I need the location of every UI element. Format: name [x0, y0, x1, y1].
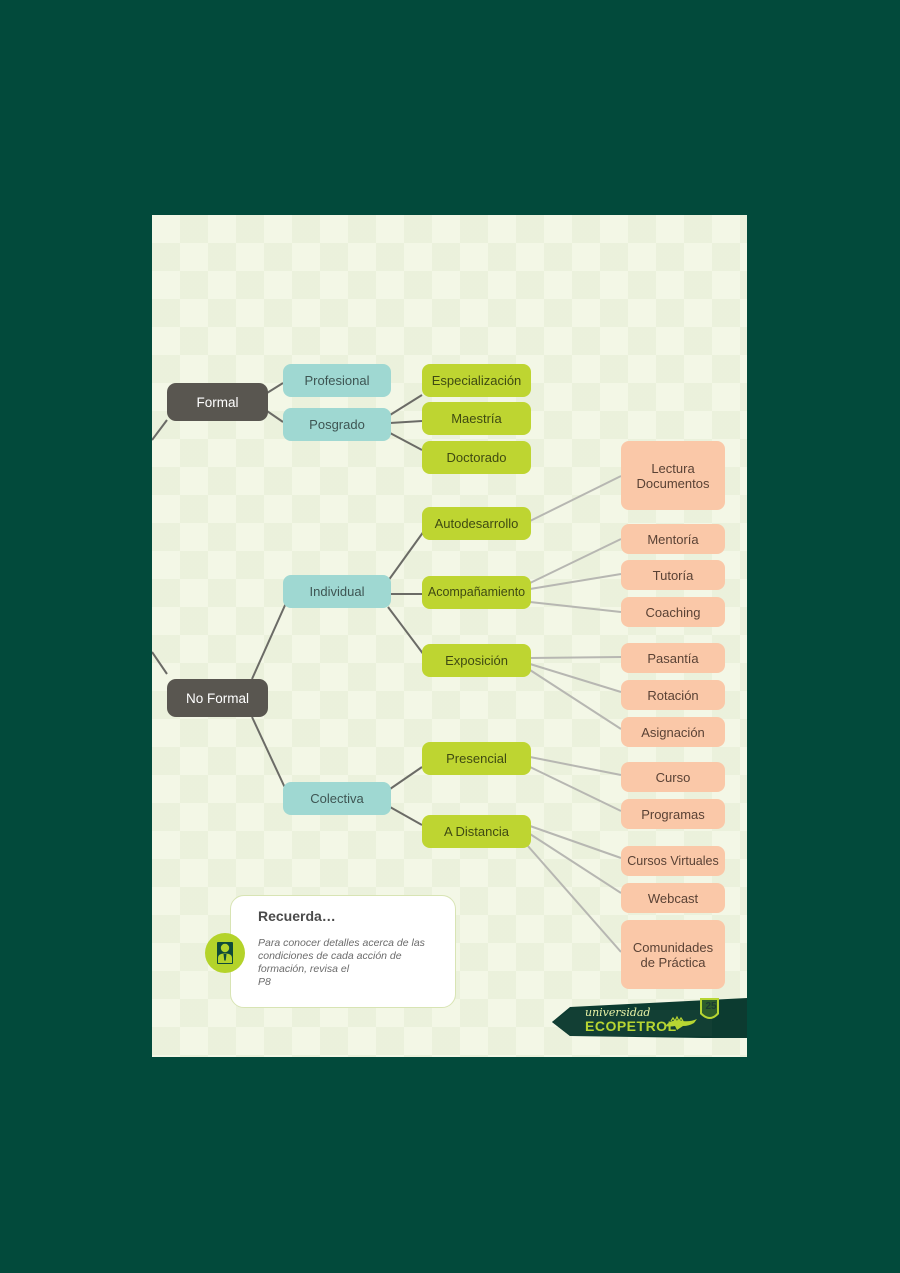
edge-formal-profesional	[266, 382, 284, 394]
node-mentoria: Mentoría	[621, 524, 725, 554]
edge-colectiva-adistancia	[389, 806, 423, 826]
node-acompanamiento: Acompañamiento	[422, 576, 531, 609]
callout-title: Recuerda…	[258, 908, 336, 924]
node-doctorado: Doctorado	[422, 441, 531, 474]
node-individual: Individual	[283, 575, 391, 608]
user-icon	[205, 933, 245, 973]
connector-lines	[152, 382, 622, 953]
iguana-icon	[665, 1015, 697, 1030]
edge-individual-autodesarrollo	[387, 530, 425, 582]
node-especializacion: Especialización	[422, 364, 531, 397]
callout-text: Para conocer detalles acerca de las cond…	[258, 937, 444, 989]
edge-exposicion-pasantia	[529, 656, 622, 659]
node-no-formal: No Formal	[167, 679, 268, 717]
edge-individual-exposicion	[387, 606, 425, 656]
callout-line: formación, revisa el	[258, 963, 350, 975]
edge-acompanamiento-mentoria	[529, 538, 622, 584]
node-rotacion: Rotación	[621, 680, 725, 710]
edge-adistancia-cursosvirtuales	[529, 825, 622, 859]
node-posgrado: Posgrado	[283, 408, 391, 441]
node-lectura-documentos: Lectura Documentos	[621, 441, 725, 510]
node-comunidades-line1: Comunidades	[632, 939, 714, 955]
footer-banner-shape	[552, 998, 747, 1038]
edge-colectiva-presencial	[389, 766, 423, 790]
edge-presencial-programas	[529, 766, 622, 812]
node-comunidades-line2: de Práctica	[640, 954, 706, 970]
edge-acompanamiento-coaching	[529, 601, 622, 613]
node-asignacion: Asignación	[621, 717, 725, 747]
edge-autodesarrollo-lectura	[529, 475, 622, 522]
edge-adistancia-webcast	[529, 833, 622, 894]
edge-formal-posgrado	[266, 410, 284, 423]
edge-adistancia-comunidades	[526, 844, 622, 953]
edge-presencial-curso	[529, 756, 622, 776]
node-comunidades-practica: Comunidades de Práctica	[621, 920, 725, 989]
reminder-callout: Recuerda… Para conocer detalles acerca d…	[230, 895, 456, 1008]
edge-posgrado-especializacion	[389, 394, 423, 416]
node-a-distancia: A Distancia	[422, 815, 531, 848]
page: Formal No Formal Profesional Posgrado In…	[152, 215, 747, 1057]
node-exposicion: Exposición	[422, 644, 531, 677]
node-profesional: Profesional	[283, 364, 391, 397]
edge-noformal-colectiva	[251, 716, 287, 791]
node-presencial: Presencial	[422, 742, 531, 775]
node-formal: Formal	[167, 383, 268, 421]
edge-root-noformal	[152, 651, 168, 675]
callout-line: P8	[258, 976, 271, 988]
edge-acompanamiento-tutoria	[529, 573, 622, 590]
edge-exposicion-asignacion	[529, 669, 622, 730]
node-tutoria: Tutoría	[621, 560, 725, 590]
node-curso: Curso	[621, 762, 725, 792]
logo-text-universidad: universidad	[585, 1006, 651, 1019]
node-colectiva: Colectiva	[283, 782, 391, 815]
node-cursos-virtuales: Cursos Virtuales	[621, 846, 725, 876]
node-autodesarrollo: Autodesarrollo	[422, 507, 531, 540]
page-number: 25	[705, 1001, 717, 1012]
node-lectura-line1: Lectura	[651, 460, 695, 476]
callout-line: condiciones de cada acción de	[258, 950, 402, 962]
logo-text-ecopetrol: ECOPETROL	[585, 1018, 677, 1034]
edge-root-formal	[152, 419, 168, 441]
node-programas: Programas	[621, 799, 725, 829]
node-pasantia: Pasantía	[621, 643, 725, 673]
edge-posgrado-maestria	[389, 420, 423, 424]
node-webcast: Webcast	[621, 883, 725, 913]
edge-posgrado-doctorado	[389, 432, 423, 451]
edge-noformal-individual	[251, 602, 287, 680]
callout-line: Para conocer detalles acerca de las	[258, 937, 425, 949]
brand-footer: universidad ECOPETROL 25	[552, 998, 747, 1038]
node-lectura-line2: Documentos	[636, 475, 710, 491]
edge-exposicion-rotacion	[529, 663, 622, 693]
node-coaching: Coaching	[621, 597, 725, 627]
node-maestria: Maestría	[422, 402, 531, 435]
